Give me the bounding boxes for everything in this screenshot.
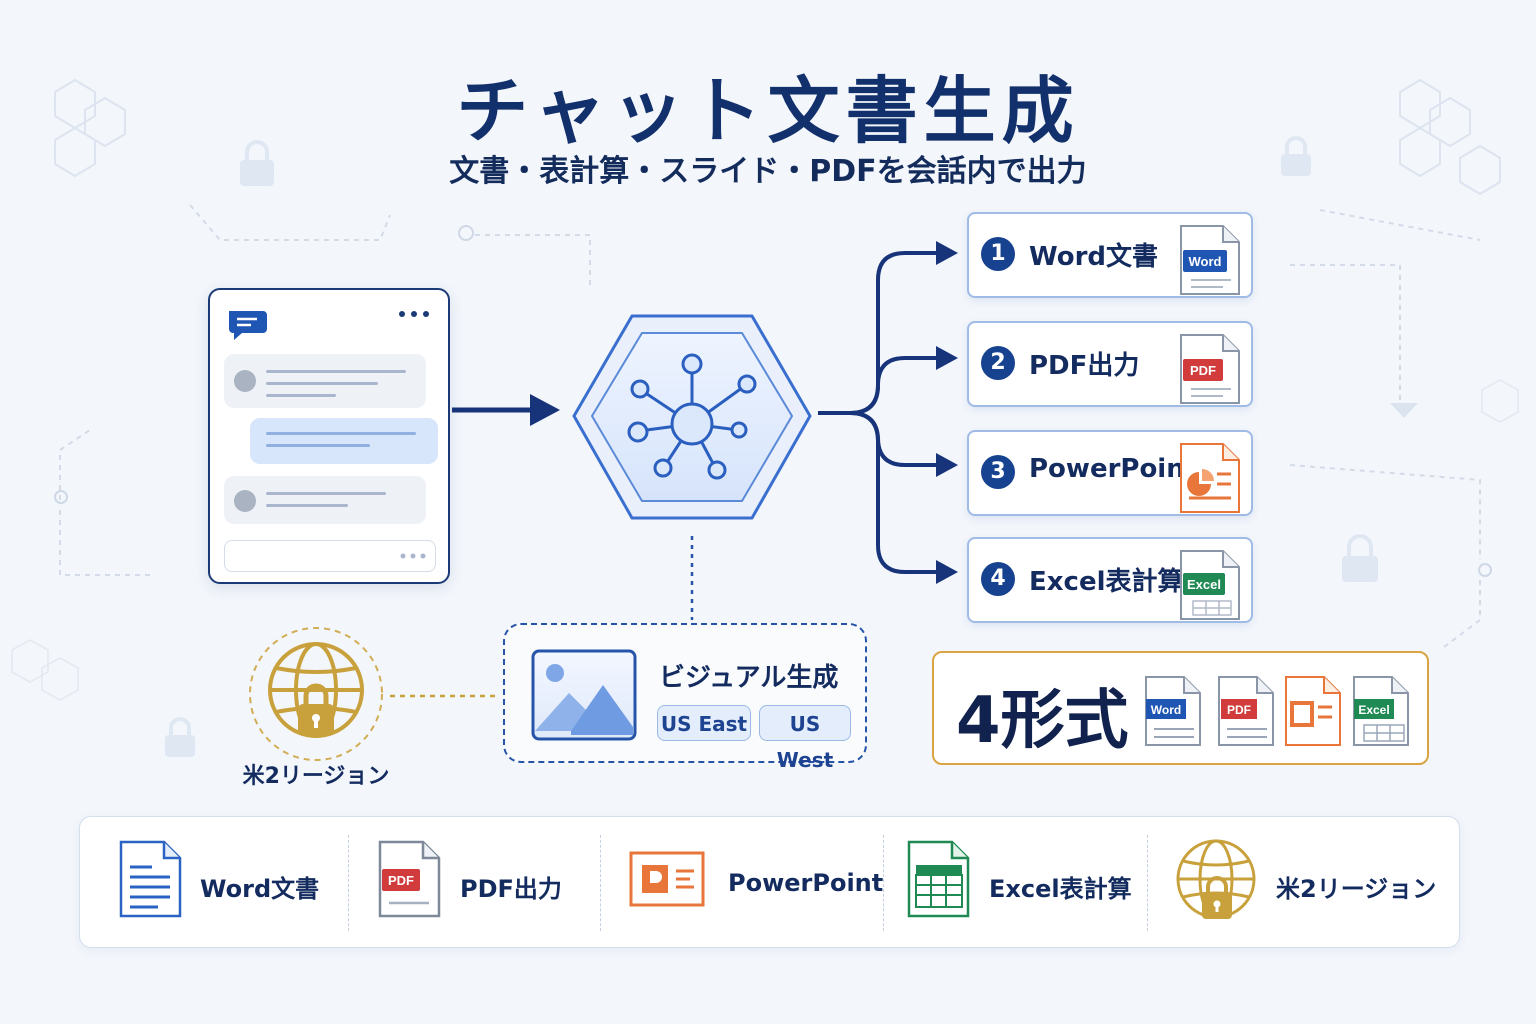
chat-icon (229, 311, 267, 340)
chat-window[interactable] (208, 288, 450, 584)
avatar (234, 370, 256, 392)
powerpoint-file-icon (1285, 676, 1341, 746)
chat-message-outgoing (250, 418, 438, 464)
excel-file-icon: Excel (1353, 676, 1409, 746)
svg-text:PDF: PDF (388, 873, 414, 888)
svg-text:PDF: PDF (1227, 703, 1251, 717)
feature-label: Excel表計算 (989, 875, 1132, 903)
page-subtitle: 文書・表計算・スライド・PDFを会話内で出力 (449, 154, 1087, 189)
region-us-east: US East (657, 705, 751, 741)
svg-text:Word: Word (1189, 254, 1222, 269)
step-number: 2 (981, 346, 1015, 380)
step-number: 3 (981, 455, 1015, 489)
output-label: Word文書 (1029, 242, 1159, 272)
word-file-icon: Word (1180, 225, 1240, 295)
feature-label: PDF出力 (460, 875, 562, 903)
branch-arrows (818, 251, 940, 574)
region-us-west: US West (759, 705, 851, 772)
typing-dots-icon (400, 553, 426, 559)
globe-lock-icon (1176, 839, 1256, 919)
formats-label: 4形式 (956, 684, 1129, 758)
visual-generation-label: ビジュアル生成 (659, 663, 839, 693)
globe-caption: 米2リージョン (242, 764, 390, 789)
pdf-file-icon: PDF (1218, 676, 1274, 746)
globe-lock-icon (249, 627, 383, 761)
feature-label: 米2リージョン (1276, 875, 1437, 903)
output-label: PDF出力 (1029, 351, 1140, 381)
arrow-head-word (936, 241, 958, 265)
step-number: 1 (981, 237, 1015, 271)
svg-text:Word: Word (1151, 703, 1181, 717)
pdf-document-icon: PDF (378, 840, 441, 918)
arrow-head-powerpoint (936, 453, 958, 477)
arrow-head-pdf (936, 346, 958, 370)
chat-to-hub-arrow (452, 394, 560, 426)
step-number: 4 (981, 562, 1015, 596)
output-card-excel[interactable]: 4 Excel表計算 Excel (967, 537, 1253, 623)
svg-text:PDF: PDF (1190, 363, 1216, 378)
word-file-icon: Word (1145, 676, 1201, 746)
svg-text:Excel: Excel (1358, 703, 1389, 717)
visual-generation-panel: ビジュアル生成 US East US West (503, 623, 867, 772)
page-title: チャット文書生成 (456, 69, 1080, 153)
powerpoint-file-icon (1180, 443, 1240, 513)
network-icon (627, 353, 757, 480)
feature-label: Word文書 (200, 875, 320, 903)
powerpoint-slide-icon (629, 851, 705, 907)
output-card-powerpoint[interactable]: 3 PowerPoint (967, 430, 1253, 516)
output-label: PowerPoint (1029, 454, 1198, 484)
arrow-head-excel (936, 560, 958, 584)
chat-message-incoming (224, 476, 426, 524)
chat-message-incoming (224, 354, 426, 408)
output-label: Excel表計算 (1029, 567, 1184, 597)
chat-input[interactable] (224, 540, 436, 572)
bottom-feature-bar: Word文書 PDF PDF出力 PowerPoint Excel表計算 (79, 816, 1460, 948)
avatar (234, 490, 256, 512)
word-document-icon (119, 840, 182, 918)
image-icon (531, 649, 637, 741)
feature-label: PowerPoint (728, 869, 884, 897)
pdf-file-icon: PDF (1180, 334, 1240, 404)
formats-summary: 4形式 Word PDF Excel (932, 651, 1429, 765)
output-card-word[interactable]: 1 Word文書 Word (967, 212, 1253, 298)
svg-text:Excel: Excel (1187, 577, 1221, 592)
output-card-pdf[interactable]: 2 PDF出力 PDF (967, 321, 1253, 407)
more-options-icon[interactable] (396, 308, 432, 320)
excel-sheet-icon (907, 840, 970, 918)
excel-file-icon: Excel (1180, 550, 1240, 620)
